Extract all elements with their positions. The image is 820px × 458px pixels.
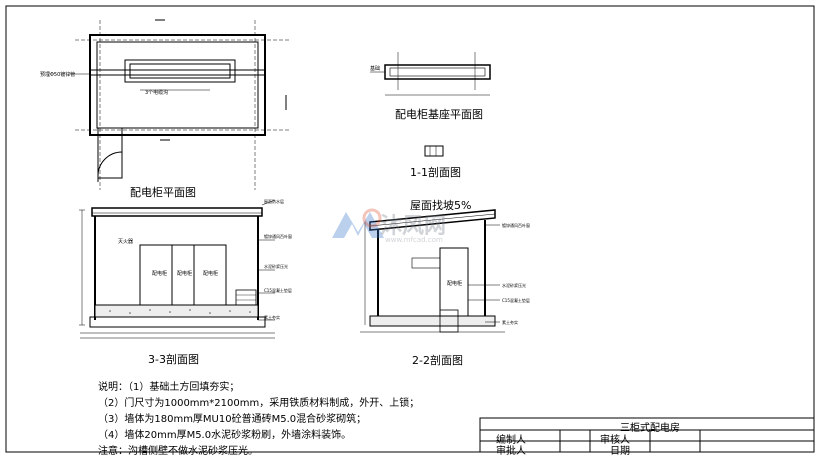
s22-note-4: 素土夯实 (502, 319, 518, 325)
s33-note-1: 屋面防水层 (264, 198, 284, 204)
base-note: 基础 (370, 65, 380, 72)
s22-cab-label: 配电柜 (447, 280, 462, 287)
cab-label-2: 配电柜 (177, 270, 192, 277)
base-plan-title: 配电柜基座平面图 (395, 108, 483, 121)
title-block (479, 417, 815, 453)
roof-slope-label: 屋面找坡5% (410, 199, 472, 212)
section-3-3-view (79, 199, 276, 339)
s33-note-2: 镀锌通风百叶窗 (264, 233, 292, 239)
note-line-5: 注意：沟槽侧壁不做水泥砂浆压光。 (98, 446, 258, 457)
title-block-reviewed-by: 审核人 (600, 435, 630, 446)
note-line-2: （2）门尺寸为1000mm*2100mm，采用铁质材料制成，外开、上锁； (98, 398, 420, 409)
watermark-logo-icon (332, 208, 384, 238)
floor-hatch (109, 309, 251, 314)
cab-label-3: 配电柜 (203, 270, 218, 277)
s33-note-3: 水泥砂浆压光 (264, 263, 288, 269)
cab-label-1: 配电柜 (152, 270, 167, 277)
s22-note-2: 水泥砂浆压光 (502, 282, 526, 288)
title-block-project: 三柜式配电房 (620, 423, 680, 434)
section-2-2-view (360, 209, 505, 333)
watermark-url: www.mfcad.com (385, 236, 443, 244)
plan-title: 配电柜平面图 (130, 186, 196, 199)
section-2-2-title: 2-2剖面图 (412, 354, 463, 367)
lamp-label: 灭火器 (118, 239, 133, 245)
watermark-brand: 沐风网 (380, 214, 447, 239)
base-plan-view (370, 52, 491, 96)
note-line-1: 说明：（1）基础土方回填夯实； (98, 382, 240, 393)
plan-note-1: 预埋Φ50镀锌管 (40, 71, 75, 78)
note-line-3: （3）墙体为180mm厚MU10砼普通砖M5.0混合砂浆砌筑； (98, 414, 367, 425)
notes-block: 说明：（1）基础土方回填夯实； （2）门尺寸为1000mm*2100mm，采用铁… (98, 378, 458, 457)
title-block-date: 日期 (610, 446, 630, 457)
note-line-4: （4）墙体20mm厚M5.0水泥砂浆粉刷，外墙涂料装饰。 (98, 430, 352, 441)
section-1-1-view (424, 145, 444, 157)
s22-note-1: 镀锌通风百叶窗 (502, 222, 530, 228)
section-1-1-title: 1-1剖面图 (410, 166, 461, 179)
plan-view (70, 19, 290, 190)
plan-note-2: 3个电缆沟 (145, 89, 168, 96)
section-3-3-title: 3-3剖面图 (148, 353, 199, 366)
s22-note-3: C15混凝土垫层 (502, 297, 530, 303)
s33-note-4: C15混凝土垫层 (264, 287, 292, 293)
sheet-border (5, 5, 815, 453)
title-block-approved-by: 审批人 (496, 446, 526, 457)
s33-note-5: 素土夯实 (264, 314, 280, 320)
title-block-drawn-by: 编制人 (496, 435, 526, 446)
